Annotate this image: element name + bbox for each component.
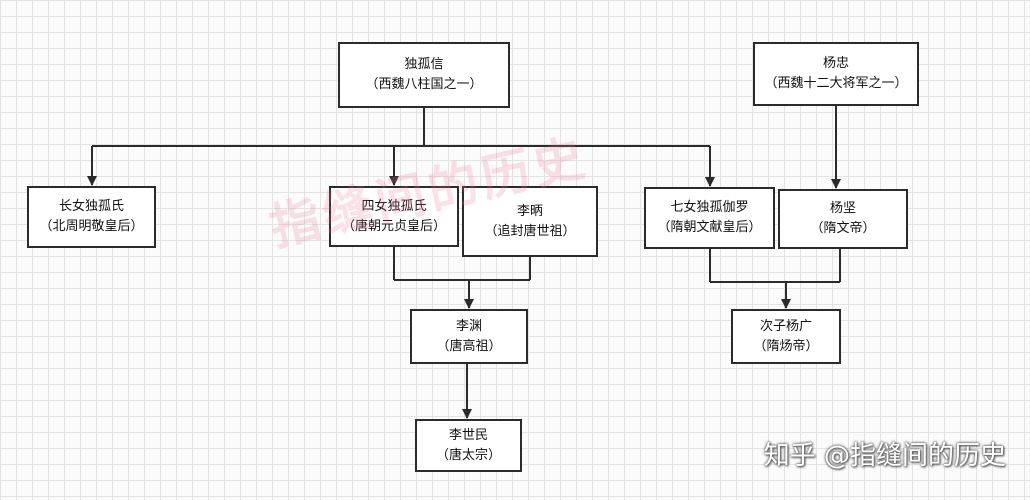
node-li-bing: 李昞 （追封唐世祖） — [462, 186, 598, 257]
node-yang-zhong: 杨忠 （西魏十二大将军之一） — [753, 42, 919, 106]
node-dugu-xin-note: （西魏八柱国之一） — [365, 77, 483, 92]
node-li-shimin-name: 李世民 — [448, 427, 488, 443]
credit-watermark: 知乎 @指缝间的历史 — [763, 441, 1006, 471]
node-li-yuan-note: （唐高祖） — [436, 338, 502, 354]
node-fourth-daughter: 四女独孤氏 （唐朝元贞皇后） — [329, 186, 459, 247]
node-li-yuan-name: 李渊 — [455, 318, 482, 334]
node-dugu-xin-name: 独孤信 — [404, 57, 444, 72]
node-seventh-daughter-note: （隋朝文献皇后） — [657, 220, 762, 235]
node-yang-guang-note: （隋炀帝） — [753, 338, 819, 354]
node-yang-guang-name: 次子杨广 — [759, 318, 812, 334]
node-seventh-daughter-name: 七女独孤伽罗 — [670, 200, 749, 215]
node-eldest-daughter-note: （北周明敬皇后） — [39, 219, 144, 234]
node-dugu-xin: 独孤信 （西魏八柱国之一） — [338, 42, 510, 108]
node-seventh-daughter: 七女独孤伽罗 （隋朝文献皇后） — [644, 187, 775, 249]
node-fourth-daughter-name: 四女独孤氏 — [361, 198, 427, 214]
node-eldest-daughter: 长女独孤氏 （北周明敬皇后） — [27, 186, 156, 248]
node-yang-zhong-name: 杨忠 — [822, 56, 849, 71]
node-li-bing-name: 李昞 — [516, 203, 543, 219]
node-yang-jian: 杨坚 （隋文帝） — [778, 189, 908, 249]
node-yang-jian-name: 杨坚 — [829, 201, 856, 216]
node-li-shimin: 李世民 （唐太宗） — [415, 419, 522, 472]
node-yang-jian-note: （隋文帝） — [810, 221, 876, 236]
node-li-bing-note: （追封唐世祖） — [484, 223, 576, 239]
node-yang-guang: 次子杨广 （隋炀帝） — [731, 309, 841, 364]
node-fourth-daughter-note: （唐朝元贞皇后） — [341, 218, 446, 234]
node-li-shimin-note: （唐太宗） — [435, 447, 501, 463]
node-li-yuan: 李渊 （唐高祖） — [410, 309, 528, 364]
node-yang-zhong-note: （西魏十二大将军之一） — [764, 76, 908, 91]
node-eldest-daughter-name: 长女独孤氏 — [58, 199, 124, 214]
